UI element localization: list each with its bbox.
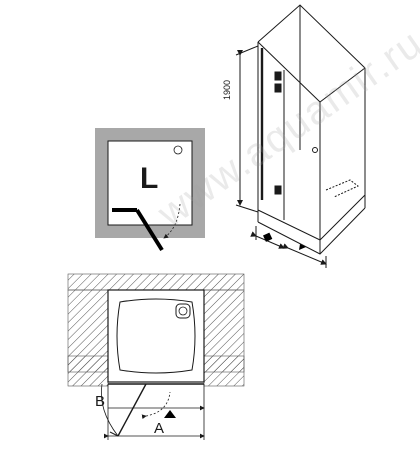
enclosure-3d-view	[235, 4, 366, 268]
hinge-side-label: L	[140, 162, 159, 195]
height-label: 1900	[222, 79, 232, 100]
square-marker	[263, 232, 273, 242]
dimension-b-label: B	[95, 393, 106, 410]
hinge-schematic	[95, 128, 205, 252]
floor-triangle-marker	[164, 410, 176, 418]
floor-plan	[67, 273, 245, 440]
triangle-marker	[299, 244, 306, 250]
dimension-a-label: A	[154, 420, 165, 437]
